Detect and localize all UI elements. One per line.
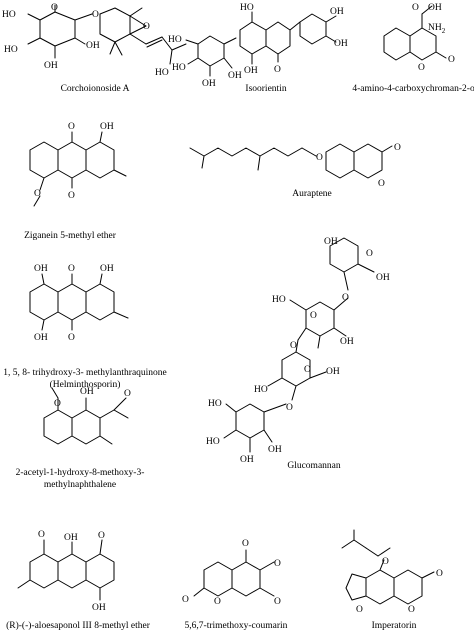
helminthosporin-o-1: O [68, 264, 75, 274]
helminthosporin-o-2: O [68, 333, 75, 343]
isoorientin-ho-top: HO [240, 3, 254, 13]
imperatorin-structure [341, 529, 435, 605]
trimethoxycoumarin-ring-o: O [214, 597, 221, 607]
corchoionoside-structure [27, 4, 187, 65]
glucomannan-ho-3: HO [208, 399, 222, 409]
glucomannan-structure [223, 237, 375, 453]
isoorientin-oh-5: OH [228, 71, 242, 81]
isoorientin-oh-1: OH [330, 7, 344, 17]
trimethoxycoumarin-carbonyl-o: O [182, 595, 189, 605]
corchoionoside-epoxide-o: O [143, 22, 150, 32]
aminochromanone-structure [383, 5, 447, 61]
corchoionoside-oh-2: OH [86, 41, 100, 51]
corchoionoside-ho-1: HO [2, 10, 16, 20]
trimethoxycoumarin-structure [193, 549, 275, 597]
glucomannan-ho-1: HO [272, 295, 286, 305]
ziganein-o-1: O [68, 122, 75, 132]
isoorientin-oh-3: OH [244, 66, 258, 76]
glucomannan-ho-2: HO [254, 385, 268, 395]
isoorientin-oh-2: OH [334, 39, 348, 49]
corchoionoside-ho-2: HO [4, 45, 18, 55]
aloesaponol-oh-1: OH [64, 533, 78, 543]
acetylnaphthalene-caption-line2: methylnaphthalene [44, 480, 116, 490]
glucomannan-oh-1: OH [324, 237, 338, 247]
auraptene-carbonyl-o: O [394, 143, 401, 153]
aloesaponol-ketone-o: O [98, 531, 105, 541]
imperatorin-furan-o: O [356, 605, 363, 615]
ziganein-caption: Ziganein 5-methyl ether [24, 231, 117, 241]
auraptene-ether-o: O [316, 153, 323, 163]
glucomannan-o-5: O [304, 365, 311, 375]
isoorientin-ho-2: HO [172, 63, 186, 73]
isoorientin-oh-4: OH [202, 79, 216, 89]
imperatorin-caption: Imperatorin [372, 621, 417, 631]
aminochromanone-o: O [412, 3, 419, 13]
acetylnaphthalene-structure [43, 387, 129, 445]
acetylnaphthalene-caption-line1: 2-acetyl-1-hydroxy-8-methoxy-3- [16, 468, 145, 478]
glucomannan-oh-6: OH [268, 445, 282, 455]
auraptene-structure [189, 143, 393, 179]
trimethoxycoumarin-o-3: O [274, 597, 281, 607]
aloesaponol-methoxy-o: O [38, 530, 45, 540]
acetylnaphthalene-methoxy-o: O [54, 399, 61, 409]
glucomannan-o-3: O [310, 311, 317, 321]
aminochromanone-carbonyl-o: O [448, 55, 455, 65]
glucomannan-oh-4: OH [326, 367, 340, 377]
isoorientin-caption: Isoorientin [245, 84, 286, 94]
imperatorin-carbonyl-o: O [436, 569, 443, 579]
glucomannan-o-4: O [290, 341, 297, 351]
acetylnaphthalene-oh: OH [80, 387, 94, 397]
isoorientin-ho-1: HO [168, 35, 182, 45]
helminthosporin-oh-3: OH [34, 333, 48, 343]
glucomannan-oh-5: OH [240, 455, 254, 465]
ziganein-methoxy-o: O [34, 189, 41, 199]
aloesaponol-structure [17, 539, 115, 601]
aloesaponol-oh-2: OH [92, 603, 106, 613]
isoorientin-structure [185, 11, 337, 77]
auraptene-caption: Auraptene [292, 189, 332, 199]
glucomannan-o-6: O [286, 403, 293, 413]
helminthosporin-oh-1: OH [34, 264, 48, 274]
aminochromanone-nh2: NH2 [428, 23, 446, 35]
acetylnaphthalene-carbonyl-o: O [124, 389, 131, 399]
glucomannan-oh-2: OH [376, 273, 390, 283]
isoorientin-ketone-o: O [274, 65, 281, 75]
glucomannan-ho-4: HO [206, 437, 220, 447]
trimethoxycoumarin-caption: 5,6,7-trimethoxy-coumarin [185, 621, 288, 631]
aloesaponol-caption: (R)-(-)-aloesaponol III 8-methyl ether [6, 620, 151, 631]
helminthosporin-structure [29, 273, 129, 331]
trimethoxycoumarin-o-1: O [242, 539, 249, 549]
ziganein-o-2: O [68, 191, 75, 201]
corchoionoside-ho-3: HO [155, 68, 169, 78]
ziganein-structure [29, 131, 127, 207]
aminochromanone-ring-o: O [418, 63, 425, 73]
ziganein-oh: OH [100, 122, 114, 132]
corchoionoside-ring-o: O [51, 3, 58, 13]
corchoionoside-link-o: O [92, 10, 99, 20]
trimethoxycoumarin-o-2: O [274, 559, 281, 569]
corchoionoside-oh-1: OH [44, 61, 58, 71]
imperatorin-ether-o: O [382, 557, 389, 567]
imperatorin-ring-o: O [408, 605, 415, 615]
glucomannan-o-2: O [342, 293, 349, 303]
glucomannan-caption: Glucomannan [287, 461, 341, 471]
helminthosporin-caption-line1: 1, 5, 8- trihydroxy-3- methylanthraquino… [3, 368, 167, 378]
corchoionoside-caption: Corchoionoside A [61, 84, 130, 94]
glucomannan-oh-3: OH [340, 337, 354, 347]
glucomannan-o-1: O [366, 249, 373, 259]
helminthosporin-oh-2: OH [100, 264, 114, 274]
auraptene-ring-o: O [378, 179, 385, 189]
aminochromanone-caption: 4-amino-4-carboxychroman-2-one [352, 84, 474, 94]
helminthosporin-caption-line2: (Helminthosporin) [50, 379, 121, 390]
aminochromanone-oh: OH [428, 3, 442, 13]
